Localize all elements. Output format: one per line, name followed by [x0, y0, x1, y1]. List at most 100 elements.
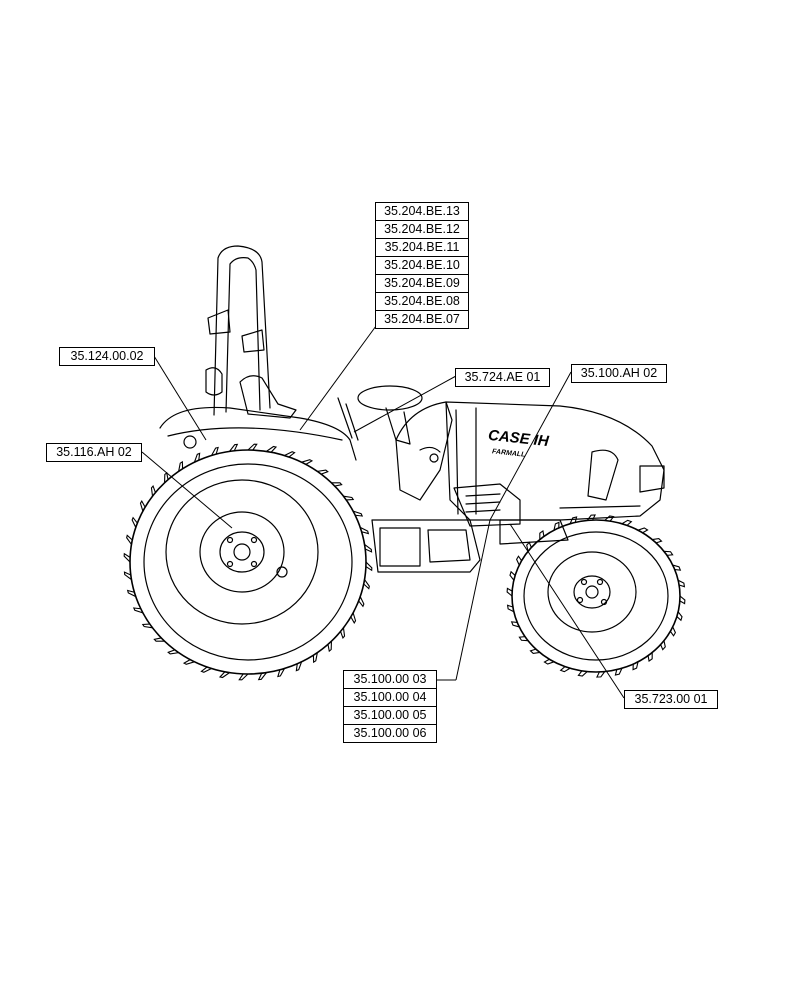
tread-lug	[672, 564, 682, 571]
callout-rear-wheel[interactable]: 35.116.AH 02	[46, 443, 142, 462]
tread-lug	[663, 550, 674, 556]
tread-lug	[139, 500, 146, 512]
tread-lug	[123, 552, 131, 563]
callout-front-hydraulic[interactable]: 35.100.AH 02	[571, 364, 667, 383]
tread-lug	[596, 671, 606, 678]
tread-lug	[364, 544, 373, 553]
tread-lug	[614, 668, 623, 676]
tread-lug	[553, 521, 560, 531]
callout-35-204-BE-11[interactable]: 35.204.BE.11	[375, 238, 469, 257]
tread-lug	[317, 469, 329, 475]
tread-lug	[559, 666, 571, 673]
tread-lug	[637, 527, 649, 534]
tread-lug	[343, 495, 355, 501]
tread-lug	[295, 661, 303, 672]
tread-lug	[529, 648, 540, 654]
tread-lug	[200, 666, 212, 673]
callout-steering[interactable]: 35.724.AE 01	[455, 368, 550, 387]
leader-lines	[141, 325, 625, 699]
tread-lug	[126, 534, 133, 545]
callout-35-204-BE-12[interactable]: 35.204.BE.12	[375, 220, 469, 239]
tread-lug	[178, 460, 184, 472]
hood	[445, 401, 665, 521]
tread-lug	[577, 670, 588, 677]
tread-lug	[312, 652, 318, 664]
tread-lug	[257, 672, 267, 681]
tread-lug	[153, 637, 165, 642]
callout-35-204-BE-13[interactable]: 35.204.BE.13	[375, 202, 469, 221]
tread-lug	[515, 555, 523, 566]
tread-lug	[277, 668, 285, 678]
tread-lug	[266, 445, 278, 453]
callout-35-204-BE-08[interactable]: 35.204.BE.08	[375, 292, 469, 311]
tread-lug	[211, 446, 219, 456]
tread-lug	[350, 612, 357, 624]
tread-lug	[352, 510, 364, 517]
tread-lug	[539, 530, 545, 540]
tread-lug	[506, 587, 513, 597]
tread-lug	[669, 626, 677, 637]
tread-lug	[621, 519, 633, 526]
tread-lug	[126, 589, 137, 598]
tread-lug	[604, 515, 615, 522]
tread-lug	[284, 451, 296, 458]
callout-front-axle[interactable]: 35.723.00 01	[624, 690, 718, 709]
seat	[239, 375, 297, 419]
tread-lug	[340, 627, 346, 639]
callout-rear-fender[interactable]: 35.124.00.02	[59, 347, 155, 366]
tread-lug	[359, 526, 370, 535]
tread-lug	[247, 443, 258, 451]
tread-lug	[506, 604, 515, 613]
tread-lug	[510, 621, 520, 628]
callout-35-100-00-04[interactable]: 35.100.00 04	[343, 688, 437, 707]
callout-35-204-BE-07[interactable]: 35.204.BE.07	[375, 310, 469, 329]
tire-treads	[123, 443, 686, 681]
lower-callout-stack: 35.100.00 03 35.100.00 04 35.100.00 05 3…	[343, 670, 437, 743]
tread-lug	[141, 623, 153, 629]
tread-lug	[218, 671, 230, 679]
rear-fender	[159, 406, 357, 461]
tread-lug	[676, 611, 683, 622]
tread-lug	[358, 596, 365, 608]
tread-lug	[131, 516, 138, 528]
tread-lug	[327, 641, 332, 653]
tread-lug	[331, 482, 343, 487]
front-rim	[547, 551, 637, 633]
steering-wheel	[357, 385, 423, 411]
tread-lug	[123, 571, 132, 580]
tread-lug	[164, 471, 169, 483]
tread-lug	[509, 570, 516, 581]
rops-frame	[213, 245, 271, 416]
tread-lug	[677, 579, 686, 588]
tread-lug	[632, 661, 639, 671]
callout-35-100-00-05[interactable]: 35.100.00 05	[343, 706, 437, 725]
tread-lug	[660, 640, 666, 651]
tread-lug	[652, 538, 663, 544]
tread-lug	[586, 514, 596, 521]
tread-lug	[150, 485, 156, 497]
rear-rim	[165, 479, 319, 625]
tread-lug	[647, 652, 653, 662]
rear-tire	[129, 449, 367, 675]
tread-lug	[182, 659, 195, 665]
tread-lug	[193, 452, 201, 463]
tread-lug	[569, 516, 578, 524]
cab-callout-stack: 35.204.BE.13 35.204.BE.12 35.204.BE.11 3…	[375, 202, 469, 329]
tread-lug	[229, 443, 239, 452]
tread-lug	[238, 673, 249, 681]
callout-35-204-BE-09[interactable]: 35.204.BE.09	[375, 274, 469, 293]
tread-lug	[363, 579, 370, 590]
tread-lug	[679, 595, 686, 605]
tread-lug	[167, 649, 179, 655]
tread-lug	[526, 541, 532, 552]
tread-lug	[518, 636, 529, 642]
callout-35-100-00-03[interactable]: 35.100.00 03	[343, 670, 437, 689]
callout-35-100-00-06[interactable]: 35.100.00 06	[343, 724, 437, 743]
tread-lug	[132, 607, 144, 614]
tread-lug	[543, 658, 555, 665]
tread-lug	[301, 459, 314, 465]
callout-35-204-BE-10[interactable]: 35.204.BE.10	[375, 256, 469, 275]
tread-lug	[365, 561, 373, 572]
